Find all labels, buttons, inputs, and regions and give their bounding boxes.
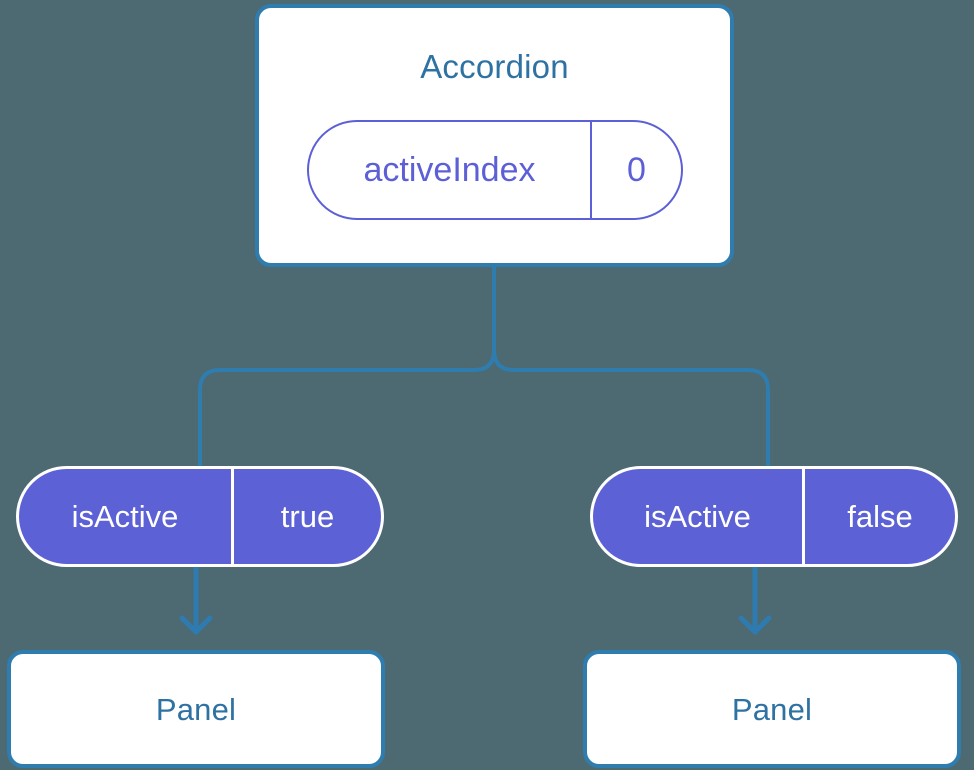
node-accordion-title: Accordion (420, 48, 569, 85)
prop-pill-key: isActive (19, 469, 234, 564)
edge-root-split (198, 265, 496, 468)
state-pill-key: activeIndex (309, 122, 592, 218)
prop-pill-key: isActive (593, 469, 805, 564)
prop-pill-is-active-false[interactable]: isActive false (590, 466, 958, 567)
node-panel-left[interactable]: Panel (7, 650, 385, 768)
edge-root-split-right (492, 265, 770, 468)
prop-pill-value: false (847, 499, 913, 534)
node-panel-right[interactable]: Panel (583, 650, 961, 768)
node-panel-left-title: Panel (155, 691, 237, 727)
node-panel-right-title: Panel (731, 691, 813, 727)
state-pill-active-index[interactable]: activeIndex 0 (307, 120, 683, 220)
state-pill-value: 0 (627, 151, 646, 189)
prop-pill-value: true (280, 499, 335, 534)
arrow-right-panel (738, 564, 772, 635)
prop-pill-is-active-true[interactable]: isActive true (16, 466, 384, 567)
arrow-left-panel (179, 564, 213, 635)
